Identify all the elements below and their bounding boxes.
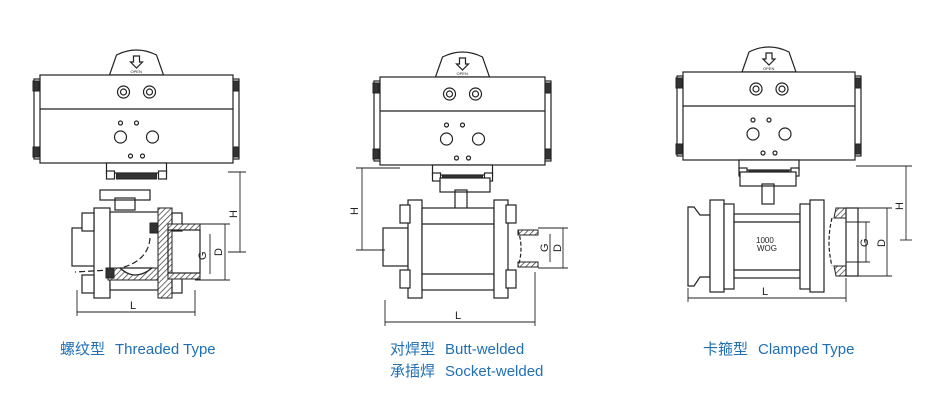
dimensions-clamped: L G D H — [687, 165, 912, 302]
position-indicator — [434, 51, 491, 78]
arrow-down-icon — [455, 57, 470, 71]
small-hole — [117, 120, 124, 126]
air-port — [116, 85, 131, 99]
end-cap-bolt — [372, 82, 380, 94]
mounting-bracket — [431, 164, 494, 176]
dim-G-label: G — [197, 251, 209, 260]
small-hole — [465, 155, 472, 161]
air-port-inner — [471, 90, 480, 98]
small-hole — [760, 150, 766, 156]
end-cap-bolt — [232, 146, 240, 158]
end-cap-bolt — [32, 80, 40, 92]
dim-D-label: D — [213, 248, 225, 256]
mounting-hole — [439, 132, 454, 146]
end-cap-bolt — [544, 148, 552, 160]
caption-butt-welded-en: Butt-welded — [445, 341, 525, 358]
small-hole — [766, 117, 772, 123]
indicator-open-label: OPEN — [763, 66, 774, 71]
air-port — [775, 82, 789, 96]
air-port-inner — [778, 85, 786, 93]
body-rating-number: 1000 — [756, 236, 774, 245]
caption-butt-welded-cn: 对焊型 — [390, 341, 436, 358]
body-rating-wog: WOG — [757, 244, 777, 253]
small-hole — [750, 117, 756, 123]
small-hole — [139, 153, 146, 159]
caption-threaded: 螺纹型 Threaded Type — [60, 338, 226, 359]
caption-clamped-cn: 卡箍型 — [703, 341, 749, 358]
actuator-housing — [682, 71, 856, 161]
dim-H-label: H — [894, 202, 906, 210]
mounting-hole — [145, 130, 160, 144]
caption-threaded-cn: 螺纹型 — [60, 341, 106, 358]
small-hole — [443, 122, 450, 128]
arrow-down-icon — [129, 55, 144, 69]
dim-L-label: L — [762, 286, 768, 298]
mounting-hole — [778, 127, 792, 141]
end-cap-bolt — [854, 77, 862, 89]
air-port — [749, 82, 763, 96]
end-cap-bolt — [854, 143, 862, 155]
bracket-nut — [431, 172, 442, 182]
small-hole — [133, 120, 140, 126]
caption-socket-welded-en: Socket-welded — [445, 363, 544, 380]
arrow-down-icon — [761, 52, 777, 66]
end-cap-bolt — [32, 146, 40, 158]
air-port-inner — [119, 88, 128, 96]
end-cap-bolt — [675, 143, 683, 155]
coupling — [116, 172, 157, 180]
mounting-hole — [471, 132, 486, 146]
mounting-bracket — [738, 159, 800, 171]
indicator-open-label: OPEN — [131, 69, 142, 74]
end-cap-bolt — [232, 80, 240, 92]
end-cap-bolt — [544, 82, 552, 94]
dim-H-label: H — [349, 207, 361, 215]
valve-body-clamped: 1000 WOG — [687, 171, 859, 293]
caption-clamped-en: Clamped Type — [758, 341, 855, 358]
small-hole — [127, 153, 134, 159]
dimensions-butt-welded: L G D H — [349, 167, 568, 326]
dim-L-label: L — [130, 300, 136, 312]
caption-socket-welded: 承插焊 Socket-welded — [390, 360, 553, 381]
air-port — [442, 87, 457, 101]
end-cap-bolt — [372, 148, 380, 160]
indicator-open-label: OPEN — [457, 71, 468, 76]
small-hole — [459, 122, 466, 128]
bracket-nut — [157, 170, 168, 180]
actuator-threaded: OPEN — [32, 49, 240, 180]
air-port-inner — [145, 88, 154, 96]
dim-D-label: D — [876, 239, 888, 247]
end-cap-bolt — [675, 77, 683, 89]
dimensions-threaded: L G D H — [76, 171, 246, 316]
dim-H-label: H — [228, 210, 240, 218]
caption-socket-welded-cn: 承插焊 — [390, 363, 436, 380]
mounting-hole — [746, 127, 760, 141]
valve-body-threaded — [71, 189, 201, 299]
mounting-bracket — [105, 162, 168, 174]
dim-G-label: G — [859, 238, 871, 247]
dim-D-label: D — [552, 244, 564, 252]
caption-threaded-en: Threaded Type — [115, 341, 216, 358]
valve-body-butt-welded — [382, 177, 539, 299]
mounting-hole — [113, 130, 128, 144]
actuator-housing — [379, 76, 546, 166]
actuator-clamped: OPEN — [675, 46, 862, 177]
actuator-butt-welded: OPEN — [372, 51, 552, 182]
position-indicator — [108, 49, 165, 76]
caption-butt-welded: 对焊型 Butt-welded — [390, 338, 534, 359]
dim-L-label: L — [455, 310, 461, 322]
position-indicator — [741, 46, 797, 73]
air-port — [142, 85, 157, 99]
small-hole — [772, 150, 778, 156]
actuator-housing — [39, 74, 234, 164]
caption-clamped: 卡箍型 Clamped Type — [703, 338, 864, 359]
small-hole — [453, 155, 460, 161]
air-port-inner — [752, 85, 760, 93]
air-port — [468, 87, 483, 101]
bracket-nut — [105, 170, 116, 180]
air-port-inner — [445, 90, 454, 98]
dim-G-label: G — [539, 243, 551, 252]
